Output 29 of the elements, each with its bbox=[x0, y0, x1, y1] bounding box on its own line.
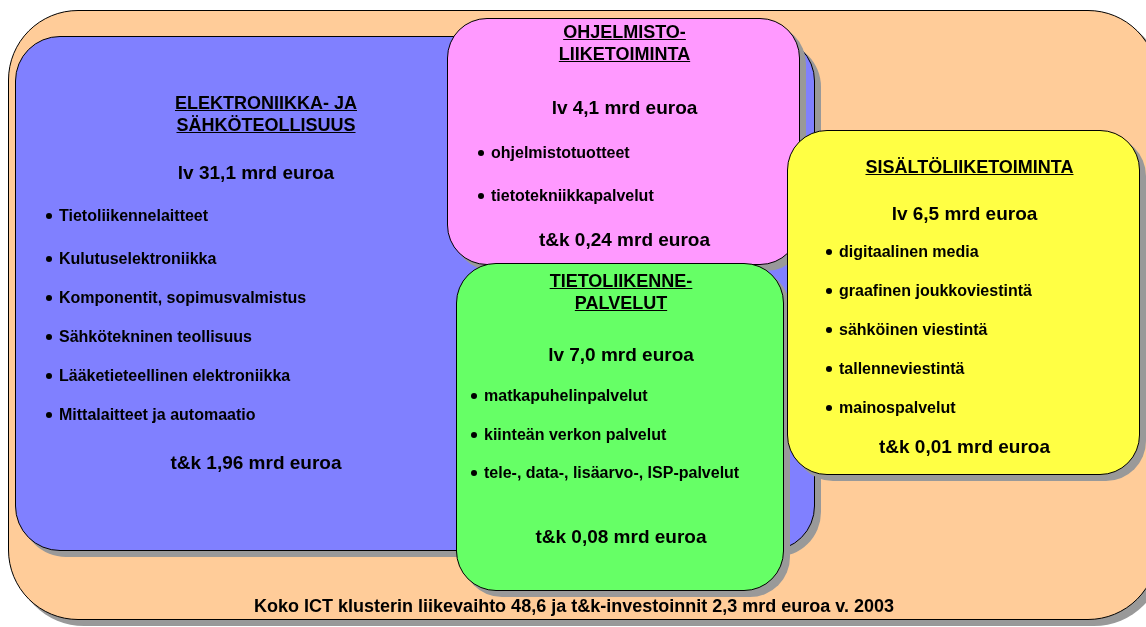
rd-text: t&k 0,08 mrd euroa bbox=[534, 526, 708, 548]
rd-text: t&k 1,96 mrd euroa bbox=[169, 452, 343, 474]
bullet-item: Sähkötekninen teollisuus bbox=[59, 328, 252, 346]
bullet-item: tele-, data-, lisäarvo-, ISP-palvelut bbox=[484, 464, 740, 482]
bullet-item: digitaalinen media bbox=[839, 243, 979, 261]
bullet-item: mainospalvelut bbox=[839, 399, 956, 417]
revenue-text: lv 7,0 mrd euroa bbox=[547, 344, 695, 366]
bullet-item: Kulutuselektroniikka bbox=[59, 250, 217, 268]
bullet-item: kiinteän verkon palvelut bbox=[484, 426, 667, 444]
rd-text: t&k 0,01 mrd euroa bbox=[877, 436, 1052, 458]
bullet-item: tietotekniikkapalvelut bbox=[491, 187, 654, 205]
bullet-item: Lääketieteellinen elektroniikka bbox=[59, 367, 291, 385]
bullet-item: Komponentit, sopimusvalmistus bbox=[59, 289, 307, 307]
revenue-text: lv 31,1 mrd euroa bbox=[176, 162, 336, 184]
sector-heading: OHJELMISTO- LIIKETOIMINTA bbox=[557, 21, 692, 65]
bullet-item: Mittalaitteet ja automaatio bbox=[59, 406, 256, 424]
bullet-item: sähköinen viestintä bbox=[839, 321, 988, 339]
sector-heading: ELEKTRONIIKKA- JA SÄHKÖTEOLLISUUS bbox=[174, 92, 358, 136]
summary-text: Koko ICT klusterin liikevaihto 48,6 ja t&k-investoinnit 2,3 mrd euroa v. 2003 bbox=[253, 596, 895, 617]
bullet-item: ohjelmistotuotteet bbox=[491, 144, 630, 162]
bullet-item: Tietoliikennelaitteet bbox=[59, 207, 209, 225]
revenue-text: lv 4,1 mrd euroa bbox=[550, 97, 699, 119]
revenue-text: lv 6,5 mrd euroa bbox=[890, 203, 1039, 225]
sector-heading: TIETOLIIKENNE- PALVELUT bbox=[548, 270, 694, 314]
bullet-item: graafinen joukkoviestintä bbox=[839, 282, 1032, 300]
sector-heading: SISÄLTÖLIIKETOIMINTA bbox=[864, 156, 1075, 178]
bullet-item: tallenneviestintä bbox=[839, 360, 965, 378]
bullet-item: matkapuhelinpalvelut bbox=[484, 387, 648, 405]
rd-text: t&k 0,24 mrd euroa bbox=[537, 229, 712, 251]
